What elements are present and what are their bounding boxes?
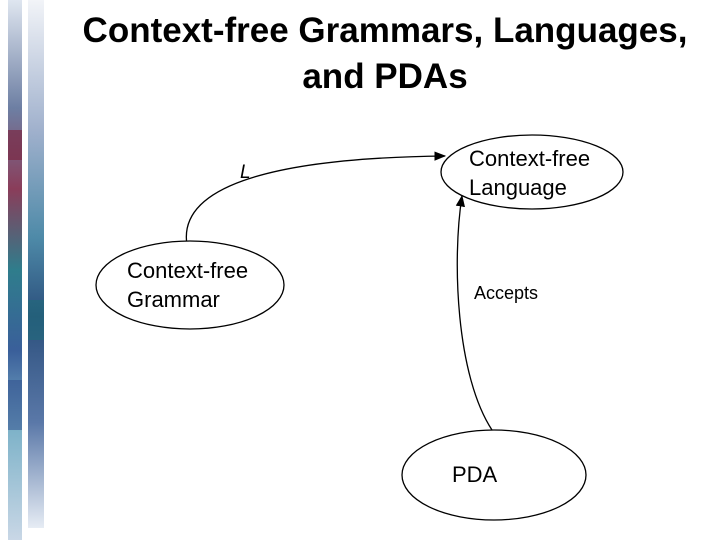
cfg-node-label: Context-free Grammar <box>127 256 248 314</box>
edge-label-accepts: Accepts <box>474 282 538 304</box>
cfg-label-line-2: Grammar <box>127 285 248 314</box>
cfl-label-line-2: Language <box>469 173 590 202</box>
cfg-label-line-1: Context-free <box>127 256 248 285</box>
edge-grammar-to-language <box>186 156 445 245</box>
cfl-node-label: Context-free Language <box>469 144 590 202</box>
pda-node-label: PDA <box>452 460 497 489</box>
edge-pda-to-language <box>457 196 492 430</box>
edge-label-l: L <box>240 162 251 184</box>
cfl-label-line-1: Context-free <box>469 144 590 173</box>
